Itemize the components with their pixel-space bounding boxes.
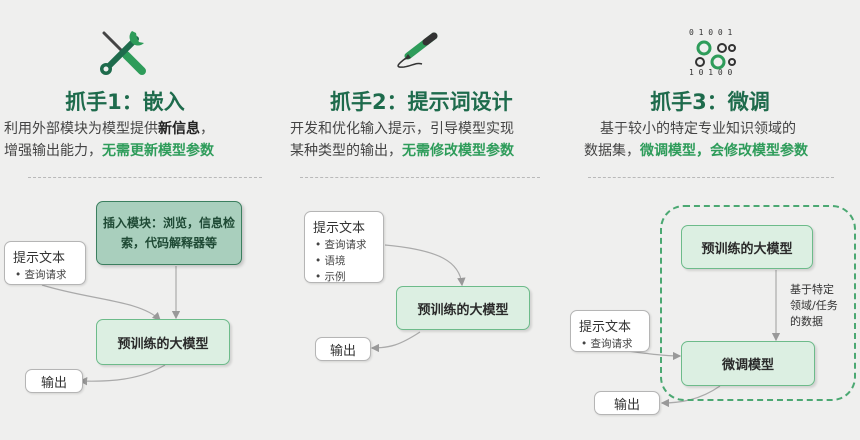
column-3-title: 抓手3：微调 xyxy=(650,90,770,114)
pretrained-model-box-3: 预训练的大模型 xyxy=(681,225,813,269)
svg-text:1 0 1 0 0: 1 0 1 0 0 xyxy=(689,68,733,77)
domain-data-note: 基于特定 领域/任务 的数据 xyxy=(790,283,838,328)
finetune-dashed-frame xyxy=(660,205,856,401)
output-box-3: 输出 xyxy=(594,391,660,415)
svg-text:0 1 0 0 1: 0 1 0 0 1 xyxy=(689,28,733,37)
prompt-items: 查询请求 语境 示例 xyxy=(305,237,383,285)
prompt-item: 查询请求 xyxy=(581,336,649,352)
column-2-description: 开发和优化输入提示，引导模型实现 某种类型的输出，无需修改模型参数 xyxy=(290,121,514,159)
prompt-items: 查询请求 xyxy=(5,267,85,283)
prompt-item: 查询请求 xyxy=(15,267,85,283)
pretrained-model-box-1: 预训练的大模型 xyxy=(96,319,230,365)
finetuned-model-box: 微调模型 xyxy=(681,341,815,386)
prompt-title: 提示文本 xyxy=(579,320,632,335)
column-2-title: 抓手2：提示词设计 xyxy=(330,90,513,114)
prompt-input-box-2: 提示文本 查询请求 语境 示例 xyxy=(304,211,384,283)
output-box-2: 输出 xyxy=(315,337,371,361)
prompt-item: 查询请求 xyxy=(315,237,383,253)
prompt-input-box-3: 提示文本 查询请求 xyxy=(570,310,650,352)
pen-icon xyxy=(397,32,438,68)
prompt-input-box-1: 提示文本 查询请求 xyxy=(4,241,86,285)
binary-gears-icon: 0 1 0 0 1 1 0 1 0 0 xyxy=(689,28,736,77)
divider-3 xyxy=(588,177,834,178)
prompt-title: 提示文本 xyxy=(313,221,366,236)
pretrained-model-box-2: 预训练的大模型 xyxy=(396,286,530,330)
prompt-item: 示例 xyxy=(315,269,383,285)
column-3-description: 基于较小的特定专业知识领域的 数据集，微调模型，会修改模型参数 xyxy=(584,121,808,159)
prompt-items: 查询请求 xyxy=(571,336,649,352)
plugin-module-box: 插入模块：浏览，信息检索，代码解释器等 xyxy=(96,201,242,265)
column-1-title: 抓手1：嵌入 xyxy=(65,90,185,114)
wrench-screwdriver-icon xyxy=(100,31,146,75)
divider-2 xyxy=(300,177,540,178)
output-box-1: 输出 xyxy=(25,369,83,393)
prompt-item: 语境 xyxy=(315,253,383,269)
divider-1 xyxy=(28,177,262,178)
column-1-description: 利用外部模块为模型提供新信息， 增强输出能力，无需更新模型参数 xyxy=(4,121,214,159)
prompt-title: 提示文本 xyxy=(13,251,66,266)
